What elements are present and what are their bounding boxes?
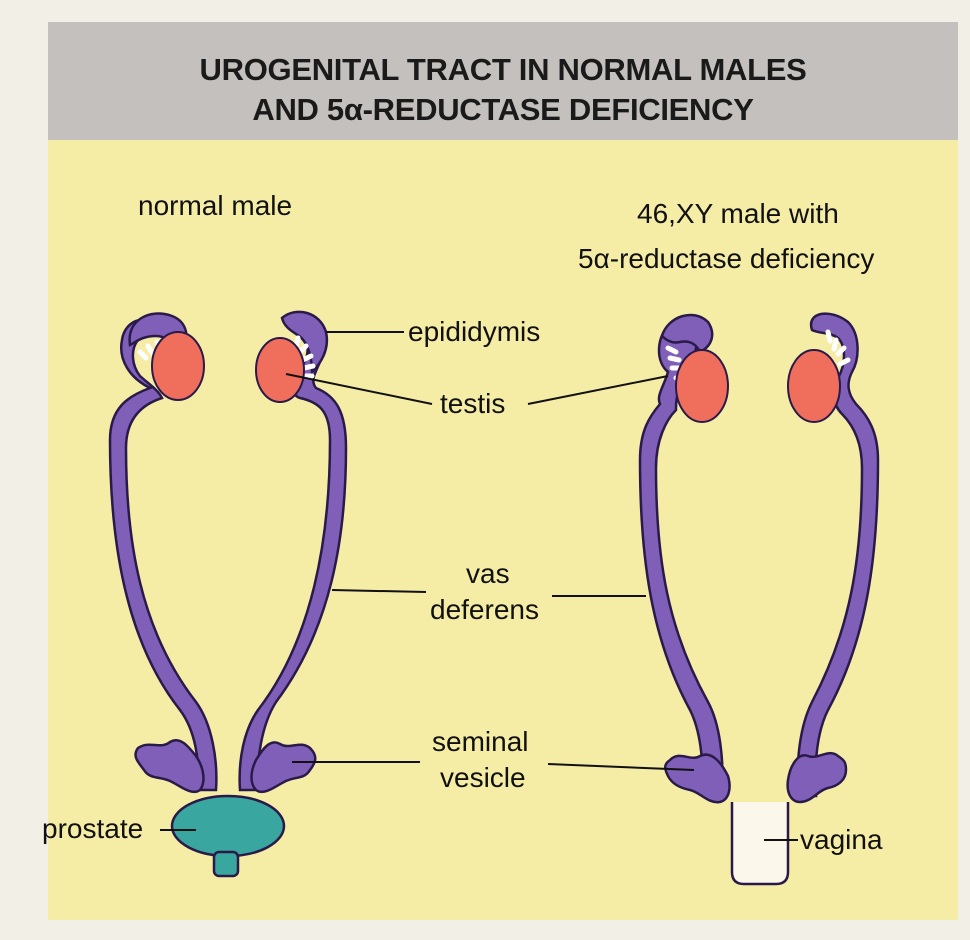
seminal-vesicle-label-line-2: vesicle: [440, 762, 526, 794]
normal-left-testis: [152, 332, 204, 400]
normal-right-testis: [256, 338, 304, 402]
deficiency-right-testis: [788, 350, 840, 422]
deficiency-caption-line-2: 5α-reductase deficiency: [578, 243, 874, 275]
normal-male-diagram: [110, 312, 346, 876]
normal-left-seminal-vesicle: [136, 740, 204, 792]
prostate-label: prostate: [42, 813, 143, 845]
vas-deferens-label-line-1: vas: [466, 558, 510, 590]
vas-deferens-label-line-2: deferens: [430, 594, 539, 626]
testis-label: testis: [440, 388, 505, 420]
deficiency-left-seminal-vesicle: [665, 755, 729, 803]
deficiency-caption-line-1: 46,XY male with: [637, 198, 839, 230]
prostate-shape: [172, 796, 284, 876]
deficiency-right-seminal-vesicle: [788, 753, 846, 802]
vagina-pouch: [732, 802, 788, 884]
epididymis-label: epididymis: [408, 316, 540, 348]
seminal-vesicle-label-line-1: seminal: [432, 726, 528, 758]
vagina-label: vagina: [800, 824, 883, 856]
deficiency-left-testis: [676, 350, 728, 422]
deficiency-diagram: [640, 314, 878, 884]
normal-male-caption: normal male: [138, 190, 292, 222]
